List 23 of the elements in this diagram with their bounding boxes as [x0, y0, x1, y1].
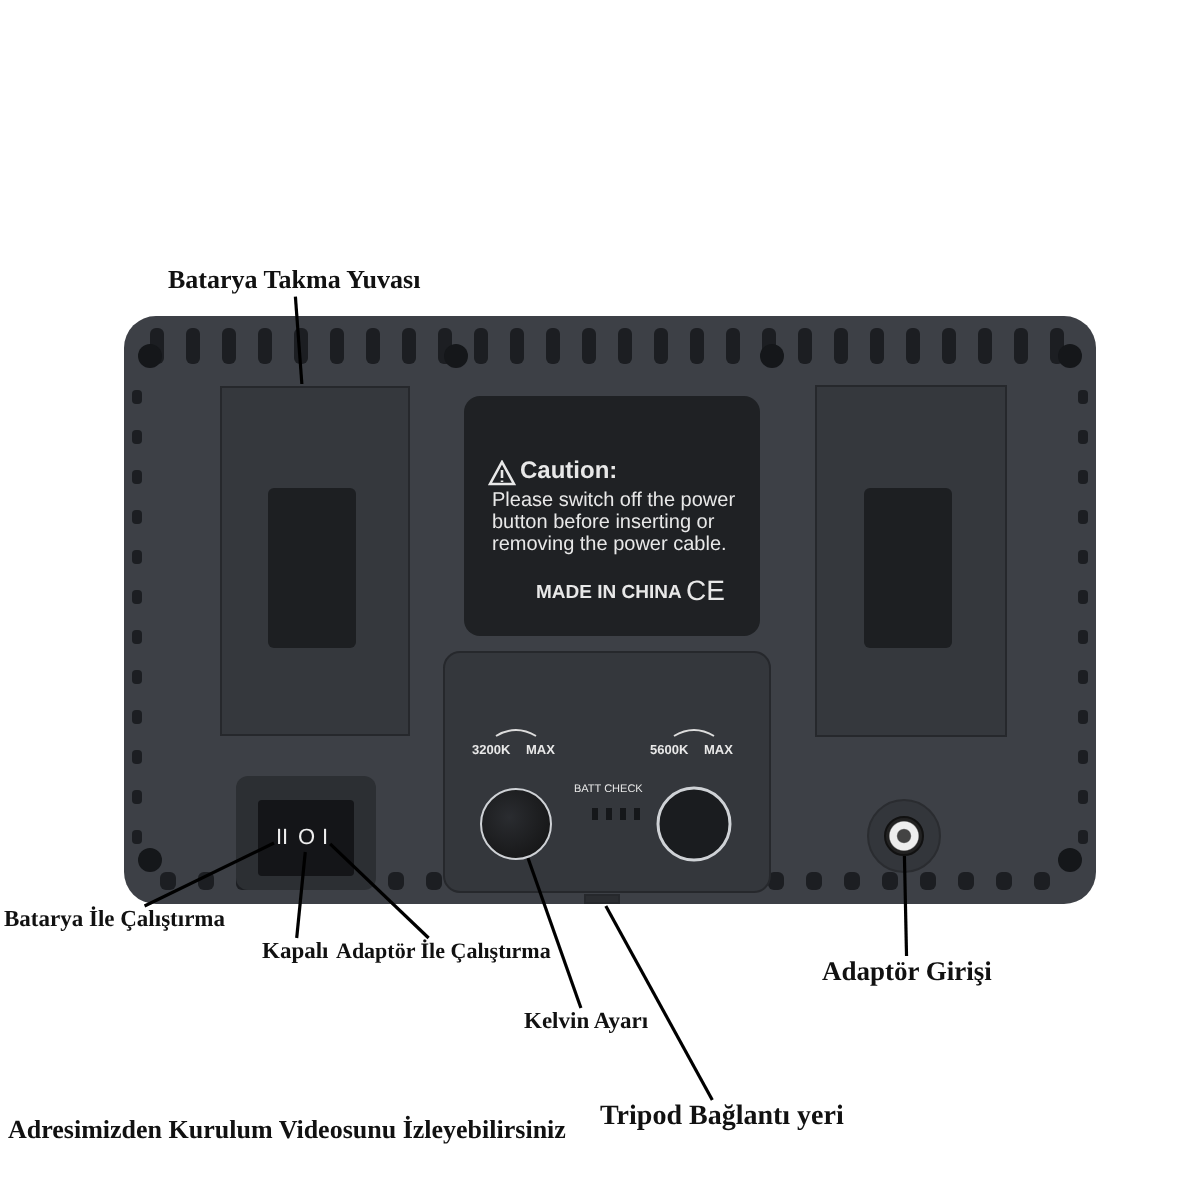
leader-line	[526, 857, 583, 1009]
certification-mark: CE	[686, 576, 725, 607]
caution-heading: Caution:	[520, 458, 618, 485]
warning-text: Please switch off the power button before inserting or removing the power cable.	[492, 490, 738, 556]
callout-label: Kelvin Ayarı	[524, 1010, 649, 1036]
tripod-mount	[584, 894, 620, 904]
callout-label: Tripod Bağlantı yeri	[600, 1102, 844, 1133]
leader-line	[604, 905, 714, 1101]
switch-position-mark: O	[298, 828, 316, 850]
leader-line	[295, 851, 307, 939]
switch-position-mark: II	[276, 828, 289, 850]
leader-line	[293, 296, 304, 385]
switch-position-mark: I	[322, 828, 329, 850]
callout-label: Adaptör İle Çalıştırma	[336, 940, 551, 965]
note-text: Adresimizden Kurulum Videosunu İzleyebilirsiniz	[8, 1116, 568, 1145]
leader-line	[329, 842, 430, 940]
callout-label: Batarya İle Çalıştırma	[4, 908, 226, 934]
callout-label: Kapalı	[262, 940, 329, 966]
origin-text: MADE IN CHINA	[536, 584, 682, 605]
callout-label: Batarya Takma Yuvası	[168, 266, 421, 295]
battery-slot	[220, 386, 410, 736]
leader-line	[902, 855, 909, 957]
callout-label: Adaptör Girişi	[822, 958, 992, 988]
